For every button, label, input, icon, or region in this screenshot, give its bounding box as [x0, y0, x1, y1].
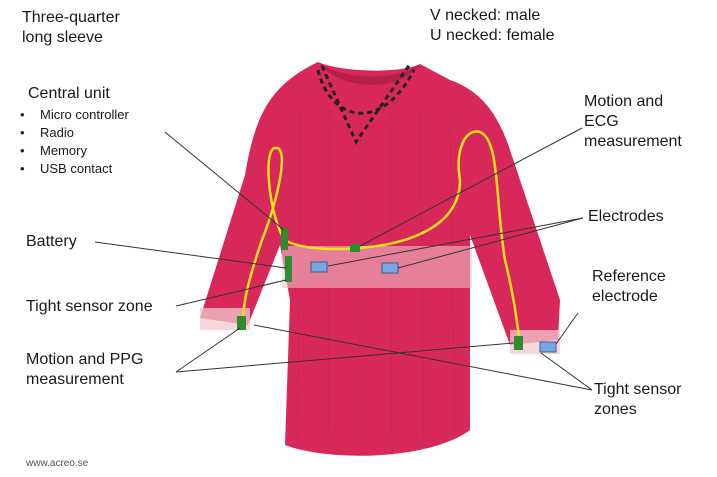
- battery-label: Battery: [26, 232, 77, 252]
- electrodes-label: Electrodes: [588, 207, 664, 227]
- central-item: Micro controller: [16, 106, 129, 124]
- central-item: Memory: [16, 142, 129, 160]
- battery-block: [285, 256, 292, 282]
- central-unit: [281, 228, 288, 250]
- tight-sensor-zone-label: Tight sensor zone: [26, 297, 153, 317]
- electrode-right: [382, 263, 398, 273]
- central-unit-label: Central unit: [28, 84, 110, 104]
- leader-ppg-1: [176, 328, 240, 372]
- central-unit-list: Micro controller Radio Memory USB contac…: [16, 106, 129, 178]
- central-item: Radio: [16, 124, 129, 142]
- electrode-left: [311, 262, 327, 272]
- leader-zones-2: [541, 353, 592, 390]
- reference-electrode: [540, 342, 556, 352]
- left-ppg-sensor: [237, 316, 246, 330]
- ecg-motion-sensor: [350, 244, 360, 252]
- central-item: USB contact: [16, 160, 129, 178]
- watermark: www.acreo.se: [26, 458, 88, 469]
- leader-reference: [556, 313, 578, 344]
- right-ppg-sensor: [514, 336, 523, 350]
